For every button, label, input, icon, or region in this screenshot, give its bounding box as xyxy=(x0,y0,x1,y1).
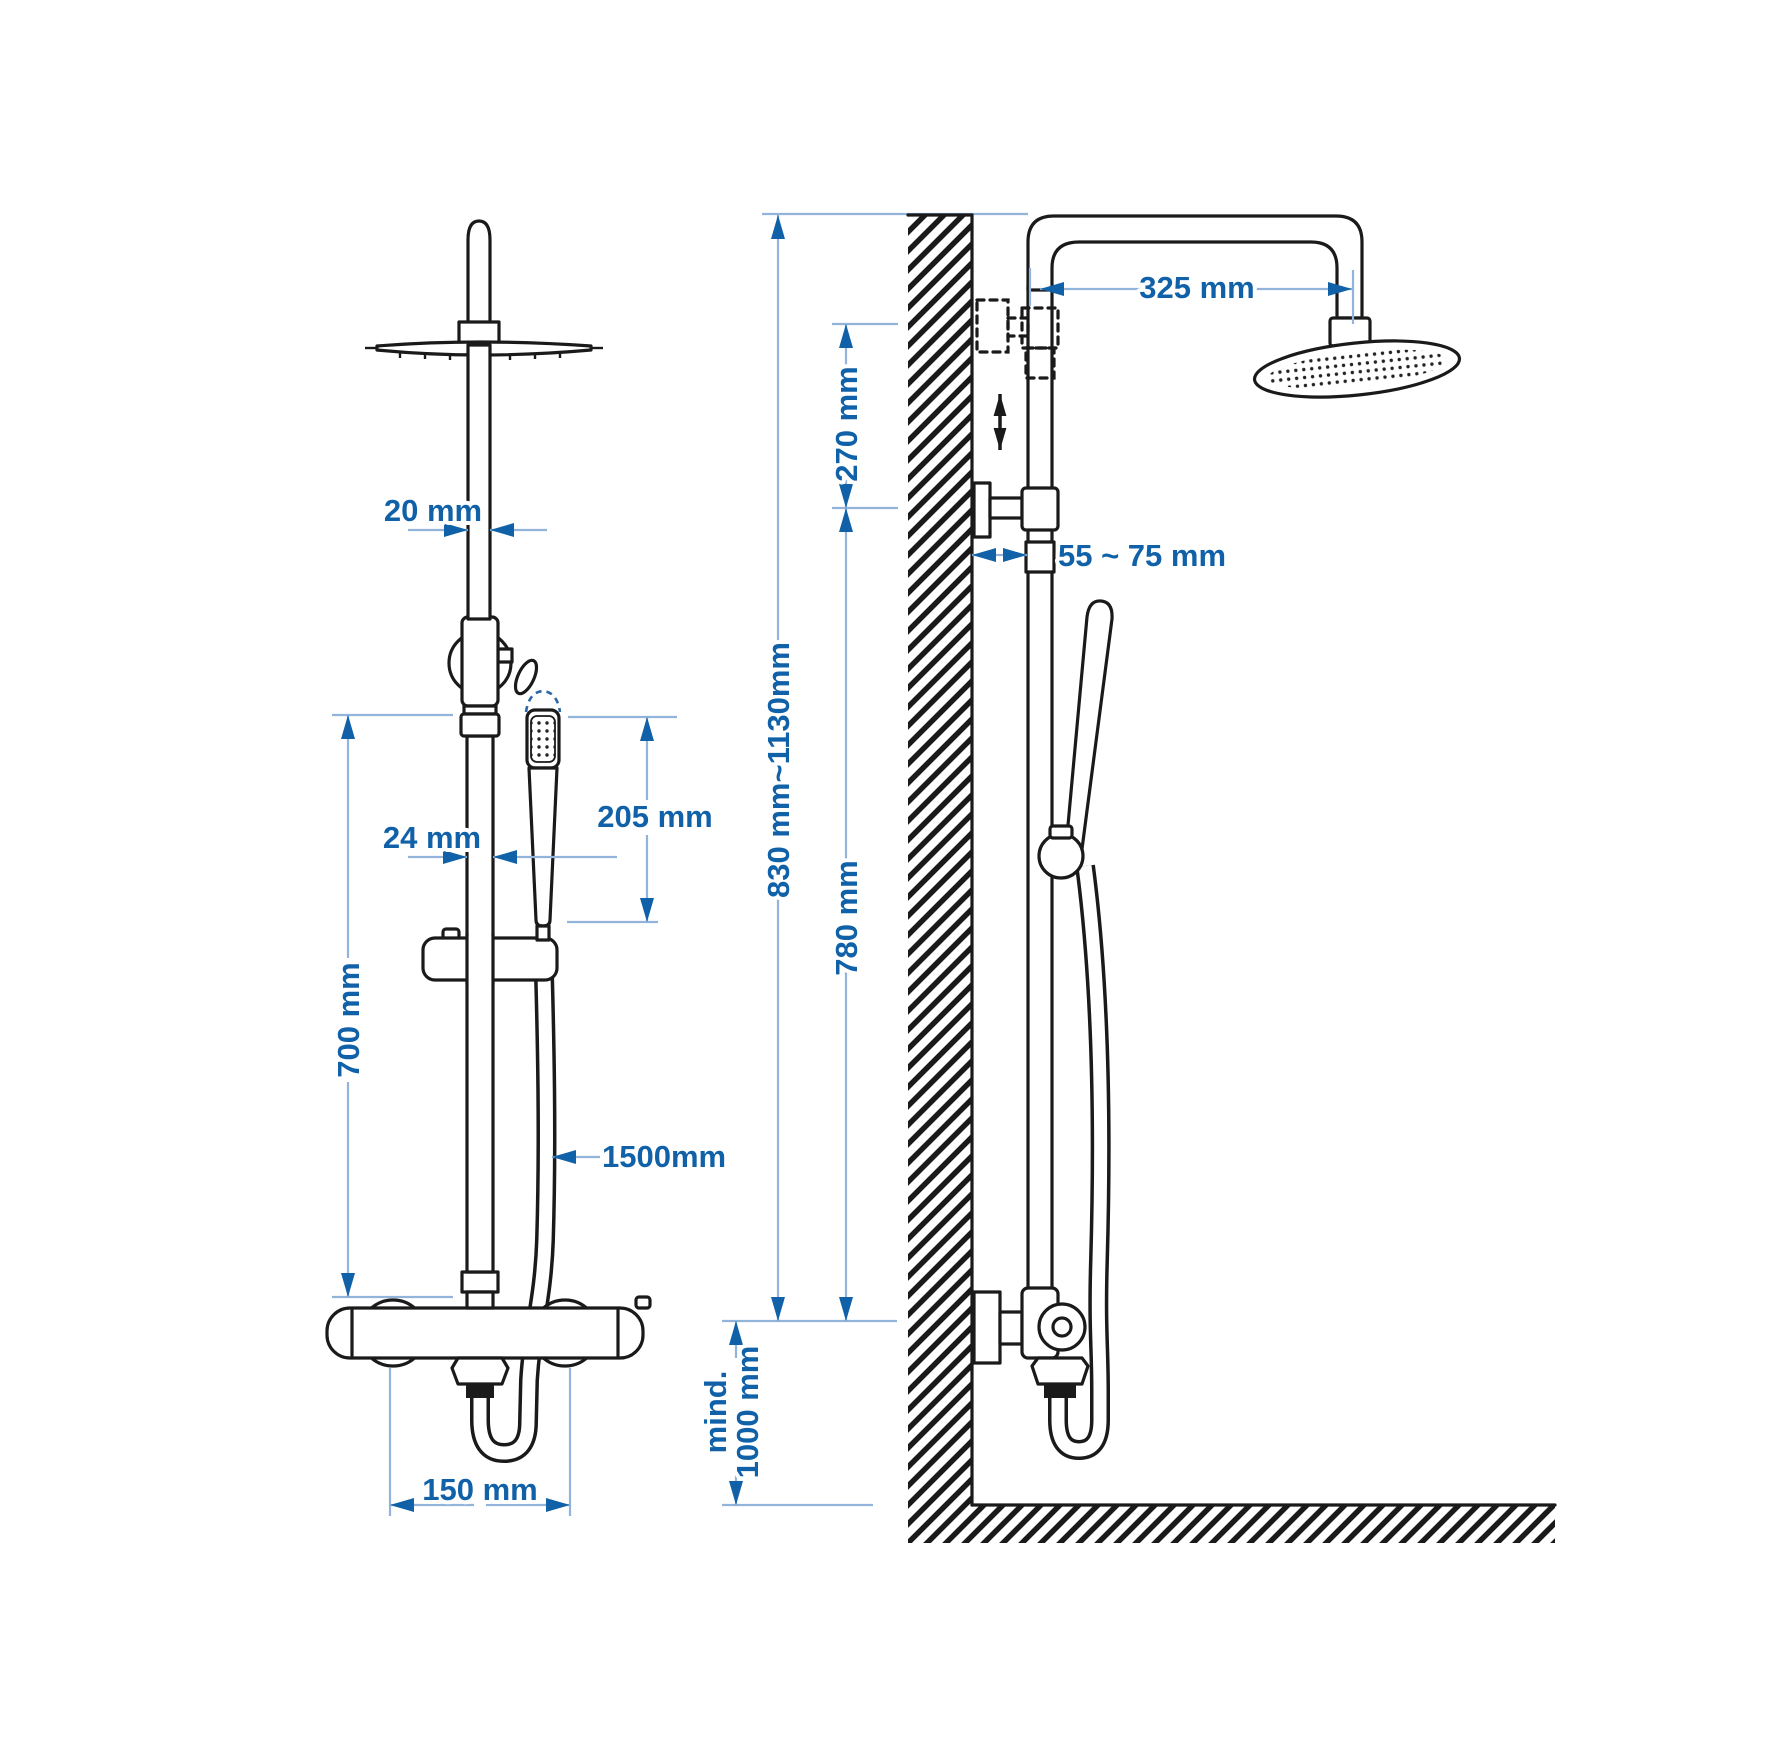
floor xyxy=(970,1503,1557,1543)
column-height-range-label: 830 mm~1130mm xyxy=(761,642,796,898)
bar-height-label: 780 mm xyxy=(829,860,864,975)
hand-shower-length-label: 205 mm xyxy=(597,799,712,834)
diverter-collar xyxy=(459,712,501,738)
hose-length-label: 1500mm xyxy=(602,1139,726,1174)
hand-shower-dashed-arc xyxy=(524,689,562,713)
wall-distance-label: 55 ~ 75 mm xyxy=(1058,538,1226,573)
front-view: 20 mm 24 mm 205 mm 700 mm xyxy=(325,219,730,1516)
column-base-joint xyxy=(465,1290,495,1310)
bracket-stem xyxy=(988,496,1024,520)
upper-pipe xyxy=(466,343,492,621)
dashed-wall-block xyxy=(975,298,1010,354)
slider-clip-side xyxy=(1048,824,1074,840)
hose-nut-side xyxy=(1030,1356,1090,1386)
wall-hatching xyxy=(908,215,972,1543)
inlet-spacing-label: 150 mm xyxy=(422,1472,537,1507)
dimension-wall-distance: 55 ~ 75 mm xyxy=(972,534,1230,577)
dimension-arm-projection: 325 mm xyxy=(1040,266,1352,309)
valve-stem xyxy=(998,1310,1024,1346)
bracket-plate xyxy=(972,481,992,539)
rain-shower-head-front xyxy=(365,219,603,621)
slider-holder-front xyxy=(421,927,559,986)
pipe-through-slider xyxy=(468,936,492,984)
min-mounting-height-label-2: 1000 mm xyxy=(730,1346,765,1479)
dimension-inlet-spacing: 150 mm xyxy=(390,1468,570,1512)
hand-shower-side xyxy=(1037,599,1114,880)
wall xyxy=(906,213,974,1543)
disc-ticks xyxy=(365,346,603,360)
dimension-rail-length: 700 mm xyxy=(327,715,370,1297)
valve-wall-plate xyxy=(972,1290,1002,1365)
adjustable-mount-dashed xyxy=(975,298,1060,380)
dashed-collar-lower xyxy=(1024,346,1056,380)
riser-pipe-front xyxy=(465,734,495,1274)
mixer-valve-side xyxy=(972,1286,1090,1398)
dimension-pipe-top: 20 mm xyxy=(380,489,547,537)
dimension-hose-length: 1500mm xyxy=(552,1135,730,1178)
diverter-assembly-front xyxy=(447,615,539,738)
upper-bracket-offset-label: 270 mm xyxy=(829,366,864,481)
wall-bracket-side xyxy=(972,481,1060,574)
dimension-column-height-range: 830 mm~1130mm xyxy=(757,215,800,1321)
mixer-tab xyxy=(634,1295,652,1310)
rain-head-nozzles xyxy=(1267,349,1447,389)
arm-projection-label: 325 mm xyxy=(1139,270,1254,305)
valve-knob-center xyxy=(1051,1316,1073,1338)
hand-shower-handle xyxy=(527,766,559,928)
column-base-collar xyxy=(460,1270,500,1294)
hand-shower-nub xyxy=(535,924,551,942)
shower-hose-side xyxy=(1048,864,1111,1461)
mixer-body xyxy=(325,1306,645,1360)
hand-shower-front xyxy=(524,689,562,942)
hand-shower-handle-side xyxy=(1064,599,1114,851)
dimension-hand-shower-length: 205 mm xyxy=(593,717,717,922)
rain-shower-head-side xyxy=(1252,316,1462,399)
pipe-top-label: 20 mm xyxy=(384,493,482,528)
front-view-dimensions: 20 mm 24 mm 205 mm 700 mm xyxy=(327,489,730,1516)
hose-gasket-front xyxy=(466,1384,494,1398)
riser-pipe-side xyxy=(1026,284,1054,1292)
dimension-bar-height: 780 mm xyxy=(825,508,868,1321)
dimension-upper-bracket-offset: 270 mm xyxy=(825,324,868,508)
diverter-lever-stem xyxy=(496,647,514,664)
hand-shower-face xyxy=(530,715,556,763)
dimension-min-mounting-height: mind. 1000 mm xyxy=(694,1321,769,1505)
thermostatic-mixer-front xyxy=(325,1270,652,1398)
slider-knob-side xyxy=(1037,832,1085,880)
min-mounting-height-label-1: mind. xyxy=(698,1371,733,1454)
dimension-pipe-rail: 24 mm xyxy=(379,816,617,864)
diverter-body xyxy=(460,615,500,708)
pipe-rail-label: 24 mm xyxy=(383,820,481,855)
rail-length-label: 700 mm xyxy=(331,962,366,1077)
dashed-stem xyxy=(1006,316,1030,338)
bracket-slider-block xyxy=(1020,486,1060,532)
diverter-lever xyxy=(513,658,539,696)
side-view-dimensions: 325 mm 270 mm 55 ~ 75 mm xyxy=(694,215,1355,1507)
hose-nut-front xyxy=(450,1356,510,1386)
side-view: 325 mm 270 mm 55 ~ 75 mm xyxy=(694,212,1557,1543)
top-pipe-cap xyxy=(466,219,492,325)
hose-gasket-side xyxy=(1044,1384,1076,1398)
floor-hatching xyxy=(972,1505,1555,1543)
column-collar xyxy=(1024,540,1056,574)
